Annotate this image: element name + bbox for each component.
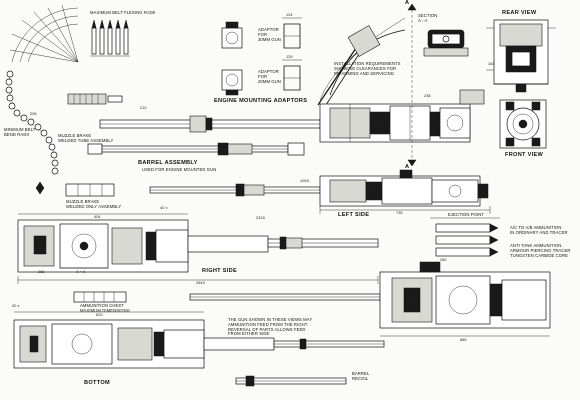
label-section-aa: SECTION A - A (418, 13, 438, 23)
dim-124: 124 (286, 13, 293, 17)
cartridge-row (90, 19, 130, 57)
front-view-drawing (499, 99, 547, 149)
dim-735: 735 (396, 211, 403, 215)
label-barrel-assembly-sub: USED FOR ENGINE MOUNTED GUN (142, 167, 217, 172)
label-rear-view: REAR VIEW (502, 10, 537, 16)
label-engine-mounting-adaptors: ENGINE MOUNTING ADAPTORS (214, 98, 308, 104)
label-ammunition-chest: AMMUNITION CHEST MAXIMUM DIMENSIONS (80, 303, 130, 313)
dim-404: 404 (94, 215, 101, 219)
rear-view-drawing (486, 19, 556, 93)
gun-bottom-view (13, 311, 385, 369)
dim-1055: 1055 (300, 179, 309, 183)
gun-installed-lower (189, 261, 551, 337)
label-belt-flexing-radii: MAXIMUM BELT FLEXING RADII (90, 10, 156, 15)
installation-clearance (317, 17, 406, 109)
label-muzzle-brake-1: MUZZLE BRAKE WELDED TUBE ASSEMBLY (58, 133, 114, 143)
dim-280: 280 (440, 258, 447, 262)
label-muzzle-brake-2: MUZZLE BRAKE WELDED ONLY ASSEMBLY (66, 199, 122, 209)
section-aa-detail (423, 29, 469, 57)
dim-210: 210 (140, 106, 147, 110)
dim-125: 125 (286, 55, 293, 59)
dim-286: 286 (38, 270, 45, 274)
barrel-recoil (235, 375, 347, 387)
dim-620: 620 (96, 313, 103, 317)
label-barrel-assembly: BARREL ASSEMBLY (138, 160, 198, 166)
label-adaptor-1: ADAPTOR FOR 30MM GUN (258, 27, 281, 42)
label-bottom: BOTTOM (84, 380, 110, 386)
dim-2318: 2318 (256, 216, 265, 220)
belt-link-block (67, 93, 123, 105)
gun-left-side (149, 169, 491, 214)
section-arrows (407, 3, 417, 167)
ammo-details (430, 217, 500, 257)
dim-885: 885 (460, 338, 467, 342)
gun-right-side (17, 213, 379, 284)
label-installation-requirements: INSTALLATION REQUIREMENTS SHOWING CLEARA… (334, 61, 401, 76)
label-right-side: RIGHT SIDE (202, 268, 238, 274)
label-front-view: FRONT VIEW (505, 152, 544, 158)
label-barrel-recoil: BARREL RECOIL (352, 371, 370, 381)
dim-238: 238 (424, 94, 431, 98)
label-ejection-point: EJECTION POINT (448, 212, 485, 217)
belt-chain (5, 70, 59, 175)
label-belt-bend-radii: MINIMUM BELT BEND RADII (4, 127, 36, 137)
label-ammo-note-1: A/C TO A/B AMMUNITION IN ORDINARY AND TR… (510, 225, 568, 235)
label-ammo-note-2: ANTI TANK AMMUNITION ARMOUR PIERCING TRA… (510, 243, 571, 258)
label-adaptor-2: ADAPTOR FOR 20MM GUN (258, 69, 281, 84)
label-section-mark-bottom: A (405, 164, 410, 170)
dim-205: 205 (30, 112, 37, 116)
dim-2649: 2649 (196, 281, 205, 285)
label-note-box: THE GUN SHOWN IN THESE VIEWS MAY AMMUNIT… (228, 317, 313, 337)
dim-h1: 40 x (160, 206, 168, 210)
gun-top-installation (99, 89, 485, 143)
dim-163: 163 (488, 62, 495, 66)
adaptor-drawings (221, 17, 302, 96)
dim-h2: 30 x (12, 304, 20, 308)
label-section-mark-top: A (405, 0, 410, 6)
ammunition-chest (73, 291, 127, 303)
dim-ab: A = A (76, 270, 86, 274)
label-left-side: LEFT SIDE (338, 212, 370, 218)
belt-flex-fan (9, 4, 79, 63)
muzzle-brake-2 (35, 181, 115, 197)
barrel-assembly (87, 142, 305, 156)
